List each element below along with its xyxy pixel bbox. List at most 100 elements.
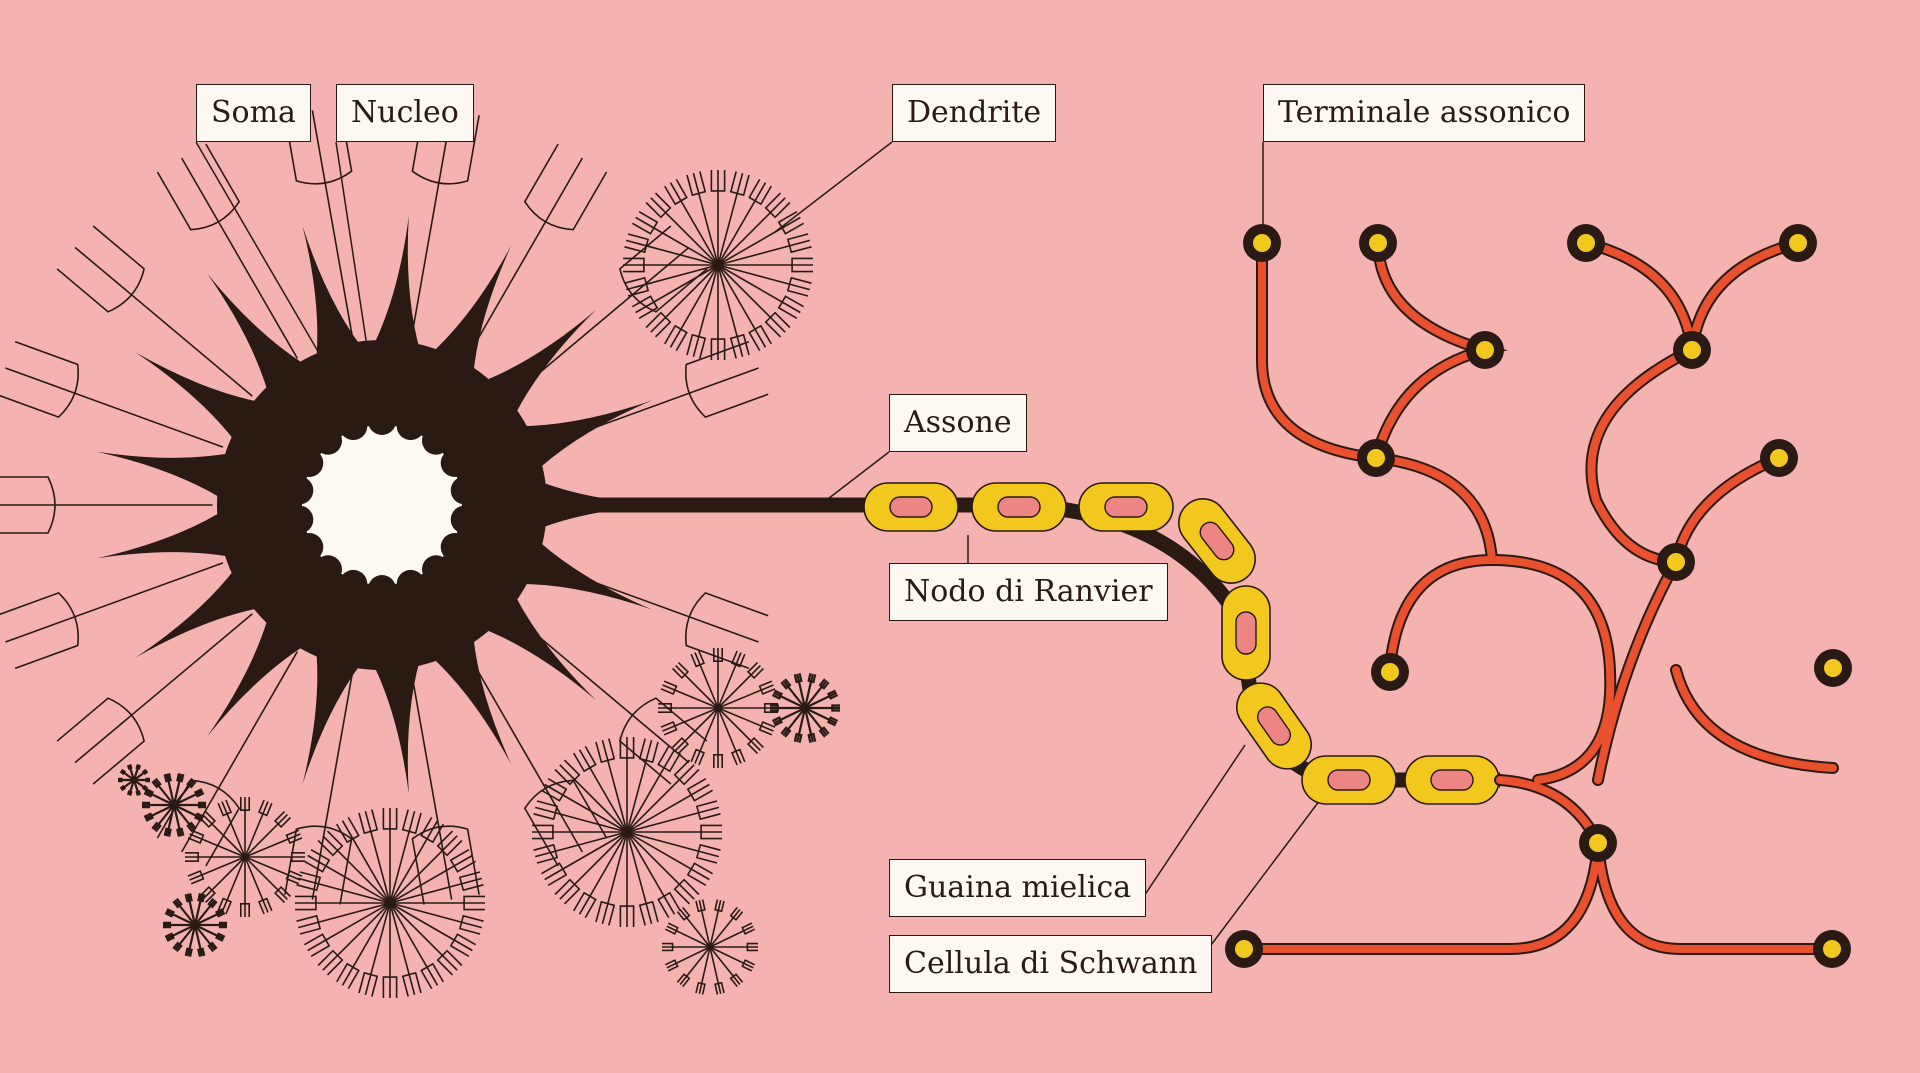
dendrite-star-ray	[118, 777, 134, 783]
dendrite-star-ray	[244, 799, 273, 858]
dendrite-star-ray	[317, 830, 391, 904]
dendrite-star	[532, 737, 722, 927]
nucleus-scallop	[314, 426, 342, 455]
dendrite-star-ray	[119, 768, 135, 781]
terminal-button-core	[1789, 234, 1807, 252]
dendrite-star-ray	[627, 824, 722, 840]
dendrite-branch	[284, 105, 354, 339]
dendrite-star-ray	[217, 856, 246, 915]
terminal-branch	[1386, 555, 1614, 674]
dendrite-star-ray	[686, 171, 719, 266]
dendrite-star-ray	[709, 899, 725, 948]
dendrite-star-ray	[193, 893, 206, 926]
schwann-cell-core	[1327, 769, 1371, 791]
dendrite-star-ray	[713, 708, 723, 768]
dendrite-branch	[466, 143, 607, 359]
dendrite-star-ray	[389, 871, 484, 904]
dendrite-star-ray	[626, 831, 721, 864]
dendrite-star-ray	[541, 778, 628, 833]
dendrite-star-ray	[660, 680, 719, 709]
dendrite-star	[118, 764, 150, 796]
terminal-button-core	[1770, 449, 1788, 467]
nucleus-scallop	[422, 426, 450, 455]
schwann-cell-core	[1430, 769, 1474, 791]
dendrite-star-ray	[624, 233, 719, 266]
dendrite-star-ray	[626, 778, 713, 833]
dendrite-star-ray	[184, 893, 197, 926]
dendrite-star-ray	[717, 192, 791, 266]
label-cellula-di-schwann: Cellula di Schwann	[889, 935, 1213, 993]
label-nodo-di-ranvier: Nodo di Ranvier	[889, 563, 1168, 621]
dendrite-star-ray	[244, 829, 303, 858]
dendrite-star-ray	[713, 648, 723, 708]
dendrite-star-ray	[358, 902, 391, 997]
dendrite-star-ray	[245, 852, 305, 862]
dendrite-star-ray	[217, 799, 246, 858]
dendrite-star-ray	[717, 662, 764, 709]
dendrite-star-ray	[172, 897, 196, 926]
dendrite-star-ray	[240, 797, 250, 857]
axon-terminals	[1225, 224, 1852, 968]
dendrite-star-ray	[595, 738, 628, 833]
myelin-sheath-segment	[1178, 498, 1256, 584]
dendrite-star-ray	[709, 922, 756, 948]
dendrite-star	[163, 893, 227, 957]
dendrite-star-ray	[389, 849, 476, 904]
dendrite-star-ray	[184, 924, 197, 957]
dendrite-star-ray	[717, 171, 750, 266]
dendrite-star-ray	[173, 777, 197, 806]
dendrite-star-ray	[163, 804, 176, 837]
dendrite-star-ray	[626, 831, 681, 918]
dendrite-star-ray	[317, 902, 391, 976]
leader-line	[1189, 779, 1336, 974]
dendrite-branch	[157, 143, 298, 359]
dendrite-star-ray	[804, 707, 839, 727]
dendrite-star-ray	[173, 804, 197, 833]
nucleus-scallop	[450, 476, 479, 505]
dendrite-star-ray	[690, 707, 719, 766]
schwann-cell-core	[997, 496, 1041, 518]
dendrite-star-ray	[672, 707, 719, 754]
nucleus-scallop	[339, 569, 368, 598]
schwann-cell-core	[1104, 496, 1148, 518]
dendrite-star-ray	[780, 678, 806, 709]
nucleus-scallop	[396, 569, 425, 598]
dendrite-star-ray	[382, 808, 398, 903]
dendrite-star-ray	[187, 829, 246, 858]
dendrite-branch	[410, 671, 480, 905]
dendrite-star-ray	[709, 906, 744, 948]
dendrite-star-ray	[244, 856, 303, 885]
dendrite-star-ray	[336, 902, 391, 989]
dendrite-star-ray	[709, 946, 756, 972]
dendrite-star-ray	[172, 804, 185, 837]
terminal-button-core	[1667, 553, 1685, 571]
dendrite-star-ray	[173, 788, 205, 806]
dendrite-star-ray	[709, 946, 725, 995]
dendrite-star-ray	[717, 264, 812, 297]
axon	[540, 482, 1500, 805]
nucleus-scallop	[368, 575, 396, 603]
terminal-branch	[1672, 666, 1837, 772]
dendrite-star-ray	[803, 673, 817, 709]
dendrite-star-ray	[133, 779, 149, 792]
dendrite-branch	[0, 562, 224, 669]
dendrite-branch	[56, 613, 253, 785]
dendrite-star-ray	[624, 264, 719, 297]
dendrite-star-ray	[805, 704, 840, 712]
dendrite-star-ray	[187, 856, 246, 885]
dendrite-star-ray	[664, 922, 711, 948]
dendrite-star-ray	[554, 759, 628, 833]
dendrite-star-ray	[193, 924, 206, 957]
dendrite-star-ray	[695, 899, 711, 948]
dendrite-branch	[56, 225, 253, 397]
dendrite-star-ray	[389, 902, 422, 997]
dendrite-star-ray	[126, 764, 136, 781]
dendrite-star-ray	[533, 831, 628, 864]
dendrite-star-ray	[632, 211, 719, 266]
dendrite-star	[662, 899, 758, 995]
dendrite-star-ray	[133, 768, 149, 781]
label-guaina-mielica: Guaina mielica	[889, 859, 1147, 917]
nucleus	[302, 425, 462, 585]
dendrite-star-ray	[164, 924, 196, 942]
dendrite-star-ray	[164, 908, 196, 926]
